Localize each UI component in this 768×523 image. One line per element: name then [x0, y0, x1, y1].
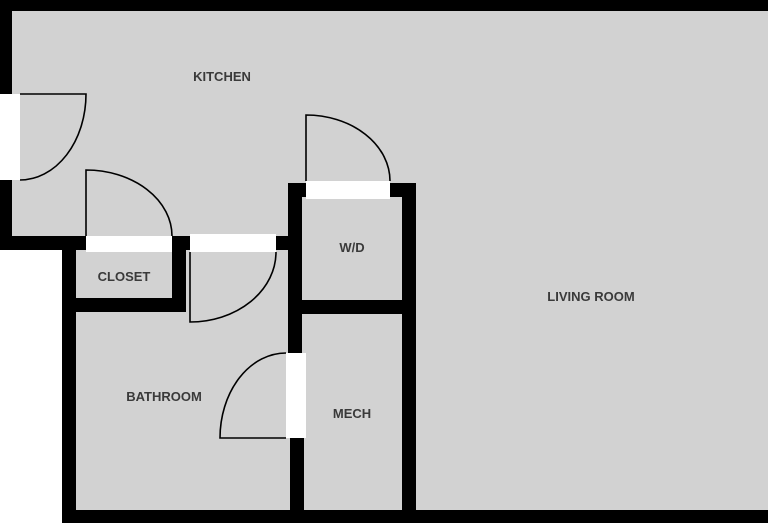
- living-room-label: LIVING ROOM: [547, 289, 634, 304]
- wd-label: W/D: [339, 240, 364, 255]
- closet-door-swing: [85, 169, 173, 237]
- wall-wd-top-left: [288, 183, 306, 197]
- entry-door-opening: [0, 94, 20, 180]
- wall-wd-bottom: [288, 300, 416, 314]
- wd-door-opening: [306, 181, 390, 199]
- wall-mech-left: [290, 438, 304, 523]
- wall-top: [0, 0, 768, 11]
- mech-door-opening: [286, 353, 306, 438]
- wall-wd-left: [288, 183, 302, 353]
- wall-left-upper: [0, 0, 12, 94]
- floor-area: [8, 6, 768, 517]
- wall-closet-bottom: [62, 298, 186, 312]
- mech-label: MECH: [333, 406, 371, 421]
- bathroom-label: BATHROOM: [126, 389, 202, 404]
- wall-left-outer: [62, 236, 76, 523]
- hall-door-opening: [190, 234, 276, 252]
- wall-living-left: [402, 183, 416, 523]
- hall-door-swing: [189, 251, 277, 323]
- door-swings: [19, 93, 391, 439]
- room-labels: KITCHEN CLOSET W/D LIVING ROOM BATHROOM …: [98, 69, 635, 421]
- wall-closet-right: [172, 236, 186, 310]
- closet-door-opening: [86, 236, 172, 252]
- wd-door-swing: [305, 114, 391, 182]
- wall-stub-a: [170, 236, 190, 250]
- entry-door-swing: [19, 93, 87, 181]
- floor-upper: [8, 6, 768, 248]
- mech-door-swing: [219, 352, 287, 439]
- kitchen-label: KITCHEN: [193, 69, 251, 84]
- closet-label: CLOSET: [98, 269, 151, 284]
- wall-left-lower: [0, 180, 12, 250]
- door-openings: [0, 94, 390, 438]
